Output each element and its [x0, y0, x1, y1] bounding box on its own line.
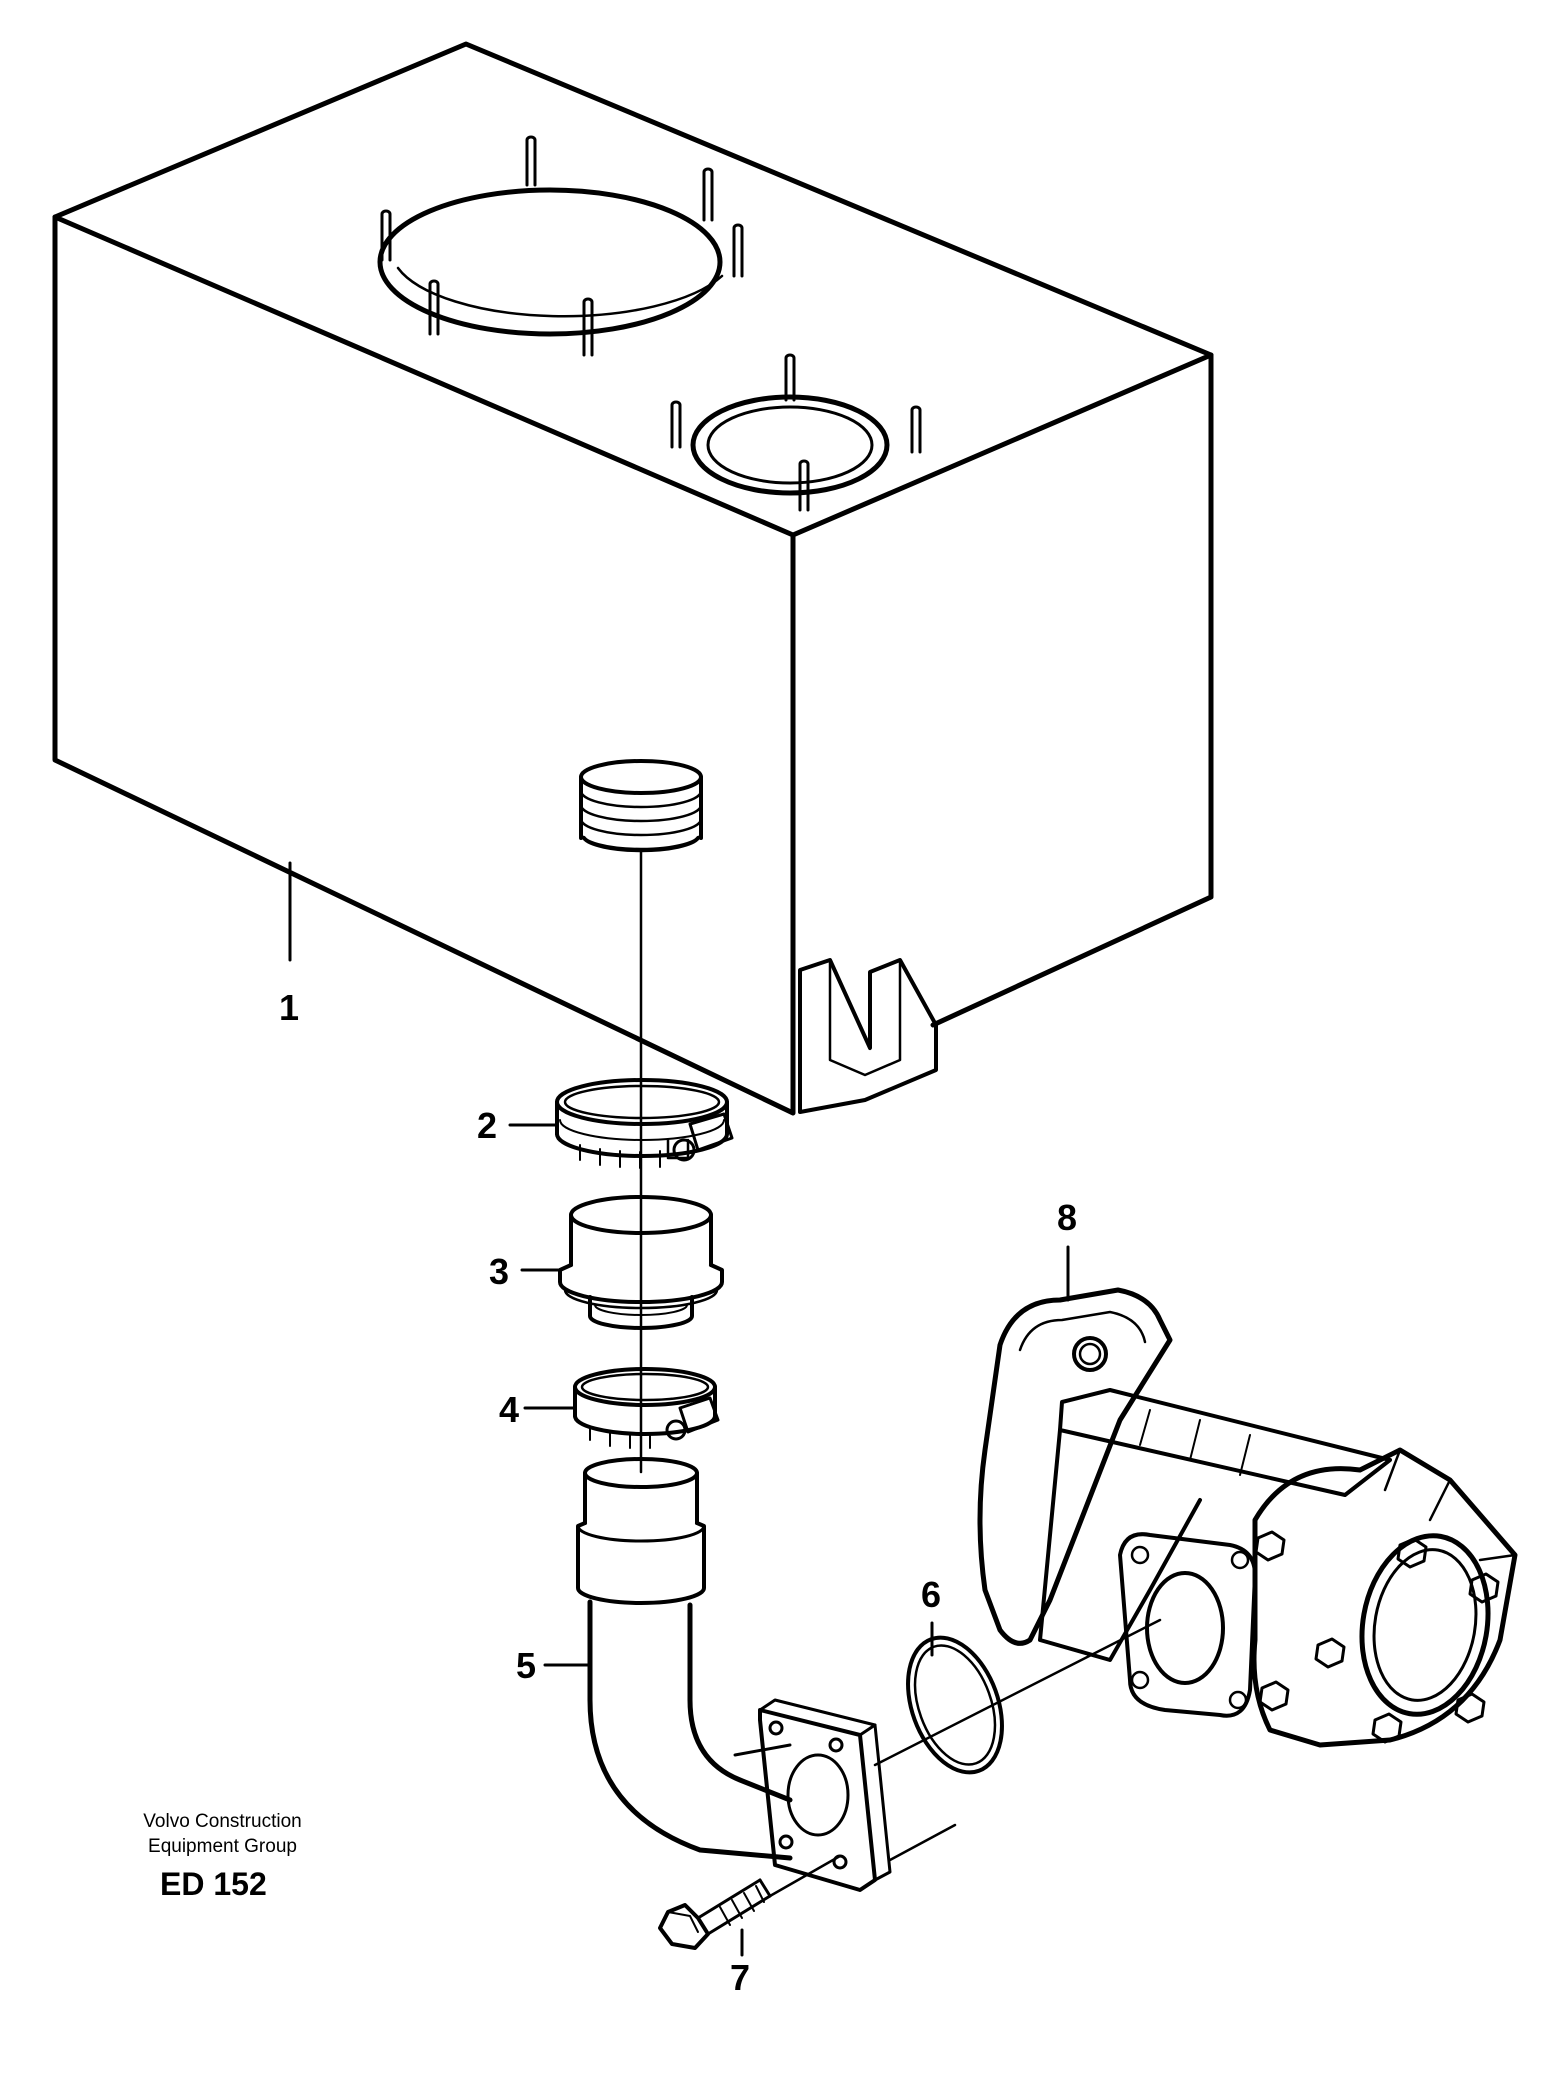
flange-bolt: [658, 1854, 842, 1950]
pump-cover-bolts: [1254, 1530, 1500, 1744]
callout-6: 6: [921, 1574, 942, 1615]
small-opening-studs: [670, 353, 922, 512]
suction-pipe-elbow: [576, 1457, 892, 1892]
callout-2: 2: [477, 1105, 498, 1146]
drawing-code: ED 152: [160, 1866, 267, 1902]
company-name-line1: Volvo Construction: [143, 1811, 302, 1832]
callout-5: 5: [516, 1645, 537, 1686]
callout-8: 8: [1057, 1197, 1078, 1238]
callout-3: 3: [489, 1251, 510, 1292]
callout-4: 4: [499, 1389, 520, 1430]
hydraulic-pump: [977, 1287, 1518, 1748]
hose-clamp-upper: [555, 1078, 734, 1169]
o-ring: [906, 1635, 1004, 1775]
hydraulic-tank: [52, 41, 1214, 1116]
tank-outlet-thread: [579, 759, 703, 853]
callout-7: 7: [730, 1957, 751, 1998]
hose-adapter: [558, 1195, 724, 1330]
callout-1: 1: [279, 987, 300, 1028]
large-opening-studs: [380, 135, 744, 357]
assembly-line-lower: [888, 1823, 957, 1862]
callout-leaders: [288, 861, 1070, 1957]
hose-clamp-lower: [573, 1367, 720, 1449]
company-name-line2: Equipment Group: [148, 1836, 297, 1857]
